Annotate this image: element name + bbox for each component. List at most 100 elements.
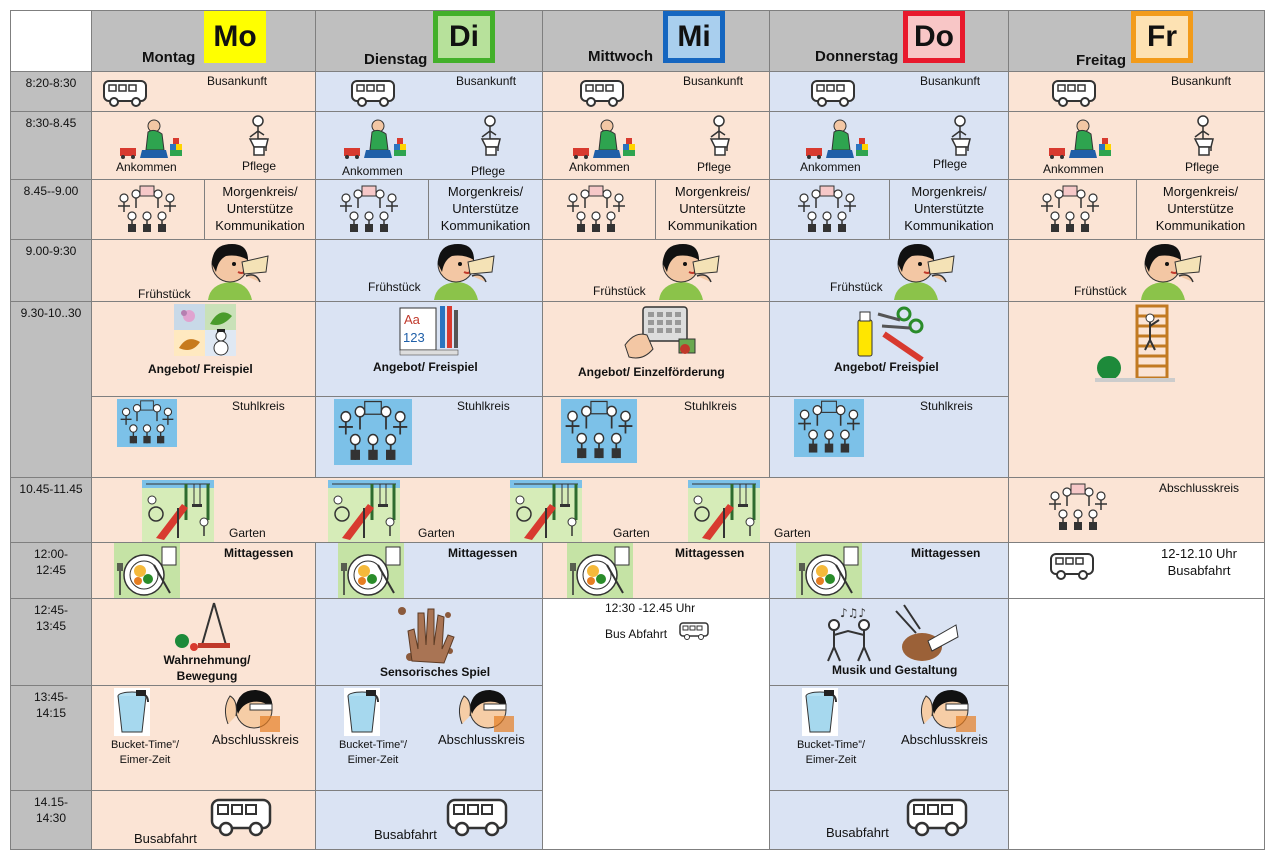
cell-fruehstueck-mo: Frühstück	[91, 239, 316, 302]
activity-label: Angebot/ Freispiel	[373, 360, 478, 374]
activity-label: Abschlusskreis	[901, 732, 988, 747]
cell-busankunft-di: Busankunft	[315, 71, 543, 112]
circle-group-icon	[334, 399, 412, 465]
cell-abschlusskreis-fr: Abschlusskreis	[1008, 477, 1265, 543]
activity-label: Angebot/ Einzelförderung	[578, 365, 725, 379]
garden-playground-icon	[510, 480, 582, 542]
activity-label: Ankommen	[1043, 162, 1104, 176]
swing-icon	[172, 601, 236, 651]
cell-ankommen-fr: Ankommen Pflege	[1008, 111, 1265, 180]
activity-label: Frühstück	[593, 284, 646, 298]
lunch-plate-icon	[567, 543, 633, 598]
cell-busabfahrt-do: Busabfahrt	[769, 790, 1009, 850]
header-day-mo: Montag Mo	[91, 10, 316, 72]
header-corner	[10, 10, 92, 72]
child-playing-icon	[573, 118, 637, 160]
cell-busabfahrt-fr: 12-12.10 Uhr Busabfahrt	[1008, 542, 1265, 599]
header-day-mi: Mittwoch Mi	[542, 10, 770, 72]
cell-angebot-mi: Angebot/ Einzelförderung	[542, 301, 770, 397]
day-badge-mo: Mo	[204, 11, 266, 63]
bus-icon	[1051, 78, 1097, 108]
time-slot: 12:00- 12:45	[10, 542, 92, 599]
activity-label: Busabfahrt	[826, 825, 889, 840]
cell-busankunft-fr: Busankunft	[1008, 71, 1265, 112]
activity-label: Busankunft	[456, 74, 517, 88]
cell-morgenkreis-text-mo: Morgenkreis/ Unterstütze Kommunikation	[204, 179, 316, 240]
activity-label: Frühstück	[368, 280, 421, 294]
cell-busabfahrt-di: Busabfahrt	[315, 790, 543, 850]
activity-label: Frühstück	[1074, 284, 1127, 298]
time-slot: 9.30-10..30	[10, 301, 92, 478]
cell-bucket-do: Bucket-Time”/ Eimer-Zeit Abschlusskreis	[769, 685, 1009, 791]
activity-label: Garten	[418, 526, 455, 540]
activity-label: Abschlusskreis	[212, 732, 299, 747]
child-playing-icon	[344, 118, 408, 160]
cell-fruehstueck-do: Frühstück	[769, 239, 1009, 302]
toilet-care-icon	[1189, 115, 1217, 157]
activity-label: Mittagessen	[224, 546, 294, 560]
cell-musik-do: ♪♫♪ Musik und Gestaltung	[769, 598, 1009, 686]
activity-label: Pflege	[1185, 160, 1220, 174]
circle-group-icon	[117, 399, 177, 447]
cell-angebot-fr	[1008, 301, 1265, 478]
circle-group-icon	[794, 399, 864, 457]
activity-label: Ankommen	[116, 160, 177, 174]
cell-mittagessen-mi: Mittagessen	[542, 542, 770, 599]
time-slot: 10.45-11.45	[10, 477, 92, 543]
cell-fruehstueck-mi: Frühstück	[542, 239, 770, 302]
bus-icon	[579, 78, 625, 108]
header-day-fr: Freitag Fr	[1008, 10, 1265, 72]
lunch-plate-icon	[796, 543, 862, 598]
cell-ankommen-mi: Ankommen Pflege	[542, 111, 770, 180]
activity-label: Garten	[613, 526, 650, 540]
breakfast-icon	[888, 242, 958, 300]
cell-morgenkreis-icon-do	[769, 179, 890, 240]
weekly-schedule-table: Montag Mo Dienstag Di Mittwoch Mi Donner…	[10, 10, 1265, 850]
garden-playground-icon	[142, 480, 214, 542]
activity-label: Morgenkreis/ Unterstützte Kommunikation	[904, 184, 994, 233]
sensory-hands-icon	[390, 601, 460, 667]
cell-fruehstueck-di: Frühstück	[315, 239, 543, 302]
activity-label: Morgenkreis/ Unterstütze Kommunikation	[215, 184, 305, 233]
bus-icon	[1049, 551, 1095, 581]
bus-icon	[350, 78, 396, 108]
activity-label: Bucket-Time”/ Eimer-Zeit	[110, 739, 180, 766]
activity-label: Stuhlkreis	[457, 399, 510, 413]
activity-label: Angebot/ Freispiel	[834, 360, 939, 374]
svg-text:♪♫♪: ♪♫♪	[840, 606, 866, 620]
bucket-icon	[114, 688, 150, 736]
listening-icon	[220, 686, 280, 732]
garden-playground-icon	[688, 480, 760, 542]
bucket-icon	[802, 688, 838, 736]
bucket-icon	[344, 688, 380, 736]
cell-stuhlkreis-do: Stuhlkreis	[769, 396, 1009, 478]
lunch-plate-icon	[114, 543, 180, 598]
day-name: Freitag	[1076, 52, 1127, 69]
day-badge-do: Do	[903, 11, 965, 63]
activity-label: Wahrnehmung/ Bewegung	[163, 653, 251, 683]
activity-label: Busankunft	[1171, 74, 1232, 88]
activity-label: Busabfahrt	[134, 831, 197, 846]
circle-group-icon	[1037, 184, 1103, 236]
day-badge-fr: Fr	[1131, 11, 1193, 63]
cell-busankunft-do: Busankunft	[769, 71, 1009, 112]
toilet-care-icon	[705, 115, 733, 157]
time-slot: 13:45- 14:15	[10, 685, 92, 791]
activity-label: Mittagessen	[675, 546, 745, 560]
activity-label: Pflege	[471, 164, 506, 178]
breakfast-icon	[1135, 242, 1205, 300]
time-slot: 8:30-8.45	[10, 111, 92, 180]
activity-label: Bucket-Time”/ Eimer-Zeit	[796, 739, 866, 766]
day-name: Montag	[142, 49, 196, 66]
cell-mittagessen-do: Mittagessen	[769, 542, 1009, 599]
circle-group-icon	[114, 184, 180, 236]
toilet-care-icon	[946, 115, 974, 157]
activity-label: Bus Abfahrt	[605, 627, 668, 641]
activity-label: Angebot/ Freispiel	[148, 362, 253, 376]
cell-stuhlkreis-mi: Stuhlkreis	[542, 396, 770, 478]
activity-label: Ankommen	[342, 164, 403, 178]
activity-label: Busankunft	[920, 74, 981, 88]
child-playing-icon	[120, 118, 184, 160]
activity-label: 12-12.10 Uhr Busabfahrt	[1161, 546, 1237, 578]
